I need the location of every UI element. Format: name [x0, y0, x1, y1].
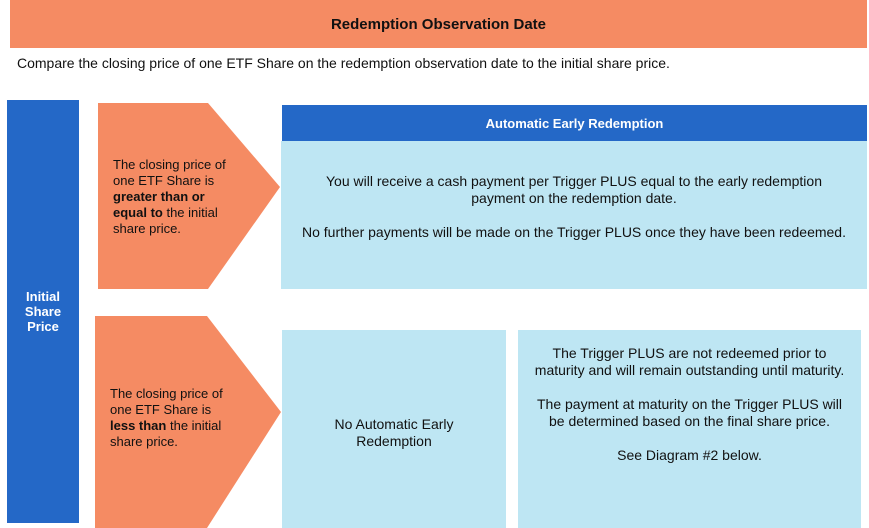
no-redemption-panel: No Automatic Early Redemption [282, 330, 506, 528]
upper-condition-arrow [98, 103, 280, 289]
upper-condition-after: the initial share price. [113, 205, 218, 236]
early-redemption-text-1: You will receive a cash payment per Trig… [326, 173, 822, 206]
maturity-panel: The Trigger PLUS are not redeemed prior … [518, 330, 861, 528]
early-redemption-panel: You will receive a cash payment per Trig… [281, 141, 867, 289]
early-redemption-text-2: No further payments will be made on the … [302, 224, 846, 240]
lower-condition-arrow [95, 316, 281, 528]
automatic-early-redemption-heading: Automatic Early Redemption [282, 105, 867, 141]
maturity-text-3: See Diagram #2 below. [617, 447, 762, 463]
initial-share-price-bar: Initial Share Price [7, 100, 79, 523]
lower-condition-text: The closing price of one ETF Share is le… [110, 386, 234, 450]
diagram-title-banner: Redemption Observation Date [10, 0, 867, 48]
lower-condition-before: The closing price of one ETF Share is [110, 386, 223, 417]
initial-share-price-label: Initial Share Price [24, 289, 62, 334]
upper-condition-before: The closing price of one ETF Share is [113, 157, 226, 188]
maturity-text-1: The Trigger PLUS are not redeemed prior … [534, 345, 845, 378]
upper-condition-bold: greater than or equal to [113, 189, 205, 220]
instruction-text: Compare the closing price of one ETF Sha… [17, 55, 670, 71]
upper-condition-text: The closing price of one ETF Share is gr… [113, 157, 233, 237]
diagram-title: Redemption Observation Date [330, 15, 547, 33]
lower-condition-bold: less than [110, 418, 167, 433]
maturity-text-2: The payment at maturity on the Trigger P… [536, 396, 843, 429]
automatic-early-redemption-label: Automatic Early Redemption [485, 115, 664, 131]
no-redemption-text: No Automatic Early Redemption [334, 416, 454, 449]
lower-condition-after: the initial share price. [110, 418, 222, 449]
